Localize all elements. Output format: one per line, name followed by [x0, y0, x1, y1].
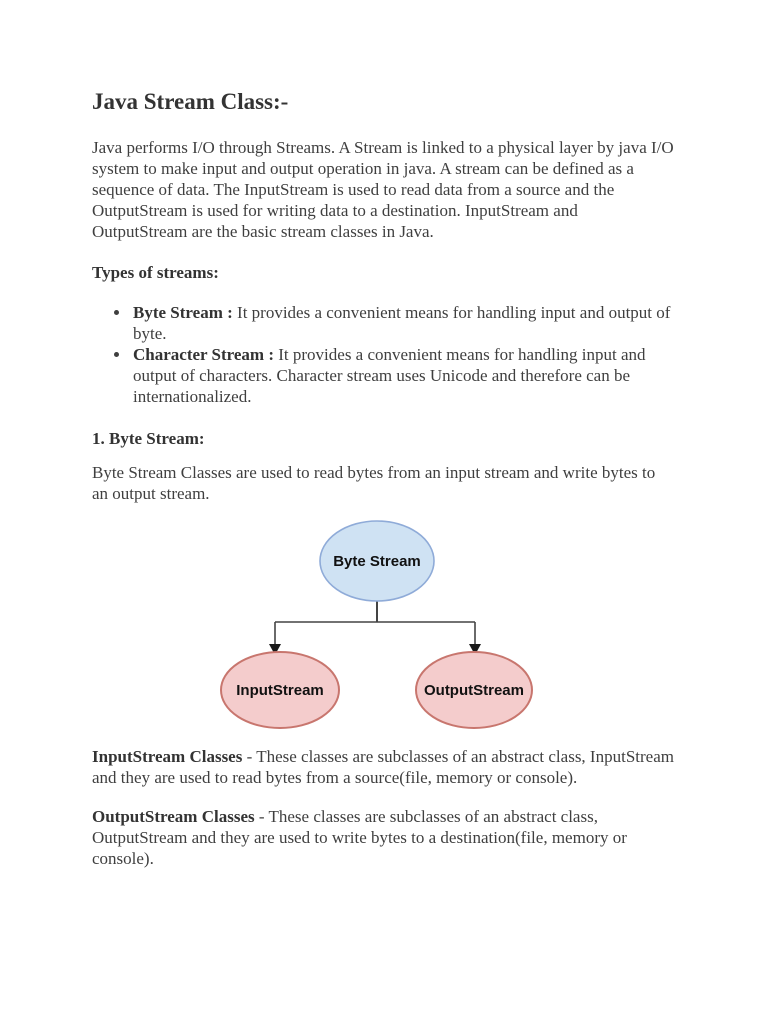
inputstream-node-ellipse: [220, 651, 340, 729]
byte-stream-definition: It provides a convenient means for handl…: [133, 303, 671, 343]
byte-stream-section-heading: 1. Byte Stream:: [92, 429, 205, 448]
stream-types-list: Byte Stream : It provides a convenient m…: [92, 302, 674, 407]
intro-paragraph: Java performs I/O through Streams. A Str…: [92, 138, 674, 241]
outputstream-node-ellipse: [415, 651, 533, 729]
byte-stream-term: Byte Stream :: [133, 303, 233, 322]
list-item-character-stream: Character Stream : It provides a conveni…: [131, 344, 674, 407]
inputstream-classes-term: InputStream Classes: [92, 747, 243, 766]
character-stream-definition: It provides a convenient means for handl…: [133, 345, 646, 406]
list-item-byte-stream: Byte Stream : It provides a convenient m…: [131, 302, 674, 344]
outputstream-classes-paragraph: OutputStream Classes - These classes are…: [92, 806, 674, 869]
character-stream-term: Character Stream :: [133, 345, 274, 364]
byte-stream-node-label: Byte Stream: [333, 553, 421, 570]
byte-stream-section-paragraph: Byte Stream Classes are used to read byt…: [92, 463, 656, 503]
inputstream-classes-paragraph: InputStream Classes - These classes are …: [92, 746, 674, 788]
arrowhead-down-icon: [269, 644, 281, 655]
inputstream-classes-definition: - These classes are subclasses of an abs…: [92, 747, 674, 787]
arrowhead-down-icon: [469, 644, 481, 655]
types-of-streams-heading: Types of streams:: [92, 263, 219, 282]
outputstream-node-label: OutputStream: [424, 682, 524, 699]
outputstream-classes-term: OutputStream Classes: [92, 807, 255, 826]
outputstream-classes-definition: - These classes are subclasses of an abs…: [92, 807, 627, 868]
byte-stream-diagram: Byte Stream InputStream OutputStream: [92, 518, 674, 738]
byte-stream-node-ellipse: [319, 520, 435, 602]
page-title: Java Stream Class:-: [92, 89, 289, 114]
inputstream-node-label: InputStream: [236, 682, 324, 699]
diagram-canvas: Byte Stream InputStream OutputStream: [220, 520, 533, 729]
